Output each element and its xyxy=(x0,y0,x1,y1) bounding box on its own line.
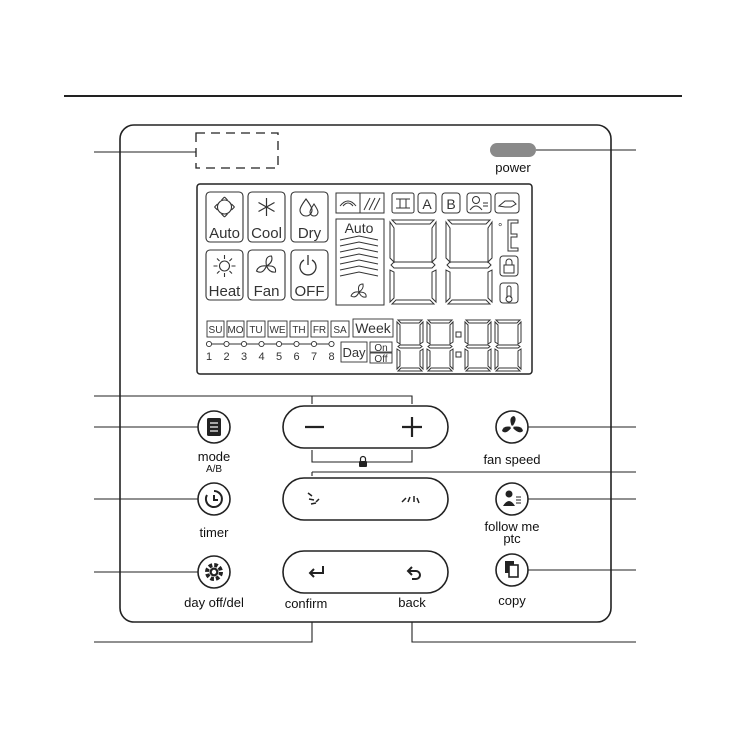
power-label: power xyxy=(483,161,543,174)
filter-icon xyxy=(396,199,410,208)
day-sa: SA xyxy=(333,325,347,336)
mode-label-cool: Cool xyxy=(251,225,282,242)
fan-speed-label: fan speed xyxy=(472,453,552,466)
mode-label-main: mode xyxy=(184,450,244,463)
day-mo: MO xyxy=(227,325,243,336)
back-label: back xyxy=(382,596,442,609)
timer-label: timer xyxy=(184,526,244,539)
fan-auto-label: Auto xyxy=(345,220,374,236)
snowflake-icon xyxy=(259,198,275,216)
week-label: Week xyxy=(355,320,392,336)
day-fr: FR xyxy=(313,325,326,336)
day-tu: TU xyxy=(249,325,262,336)
confirm-label: confirm xyxy=(276,597,336,610)
fan-speed-fan-icon xyxy=(351,284,366,297)
lock-small-icon xyxy=(504,259,514,273)
sun-icon xyxy=(214,255,236,277)
day-su: SU xyxy=(209,325,223,336)
mode-label-fan: Fan xyxy=(254,283,280,300)
timeline-num-5: 5 xyxy=(276,351,282,363)
status-a-letter: A xyxy=(422,196,432,212)
off-label: Off xyxy=(374,354,387,365)
timeline-num-6: 6 xyxy=(293,351,299,363)
swing-horizontal-icon xyxy=(364,198,380,210)
temp-digit-1 xyxy=(390,220,436,304)
person-icon xyxy=(470,197,488,211)
unit-letter-segments xyxy=(508,220,518,251)
timeline-num-1: 1 xyxy=(206,351,212,363)
mode-label-off: OFF xyxy=(295,283,325,300)
mode-label-dry: Dry xyxy=(298,225,322,242)
copy-label: copy xyxy=(482,594,542,607)
timeline-num-7: 7 xyxy=(311,351,317,363)
fan-mode-icon xyxy=(257,256,276,272)
timeline-num-4: 4 xyxy=(258,351,264,363)
degree-symbol: ° xyxy=(498,222,502,234)
temp-digit-2 xyxy=(446,220,492,304)
document-list-icon[interactable] xyxy=(207,418,221,436)
clock-digits xyxy=(397,320,521,371)
timeline-num-8: 8 xyxy=(328,351,334,363)
hand-icon xyxy=(499,201,516,207)
timeline-num-3: 3 xyxy=(241,351,247,363)
power-off-icon xyxy=(300,255,316,275)
filter-indicator xyxy=(392,193,414,213)
swing-vertical-icon xyxy=(340,201,356,206)
mode-label-sub: A/B xyxy=(184,463,244,476)
follow-me-label-sub: ptc xyxy=(472,533,552,545)
thermometer-icon xyxy=(506,286,512,302)
day-label: Day xyxy=(342,345,366,360)
mode-label-auto: Auto xyxy=(209,225,240,242)
timeline-num-2: 2 xyxy=(223,351,229,363)
lock-icon xyxy=(359,457,367,468)
ir-receiver-window xyxy=(196,133,278,168)
on-label: On xyxy=(374,343,387,354)
day-th: TH xyxy=(292,325,305,336)
mode-label-heat: Heat xyxy=(209,283,242,300)
day-we: WE xyxy=(269,325,285,336)
day-off-label: day off/del xyxy=(174,596,254,609)
status-b-letter: B xyxy=(446,196,455,212)
fan-speed-bars xyxy=(340,236,378,276)
confirm-back-button[interactable] xyxy=(283,551,448,593)
auto-mode-icon xyxy=(215,197,235,217)
follow-me-label: follow me ptc xyxy=(472,521,552,545)
follow-me-button[interactable] xyxy=(496,483,528,515)
swing-button[interactable] xyxy=(283,478,448,520)
mode-label: mode A/B xyxy=(184,450,244,476)
power-indicator xyxy=(490,143,536,157)
droplets-icon xyxy=(300,199,318,216)
